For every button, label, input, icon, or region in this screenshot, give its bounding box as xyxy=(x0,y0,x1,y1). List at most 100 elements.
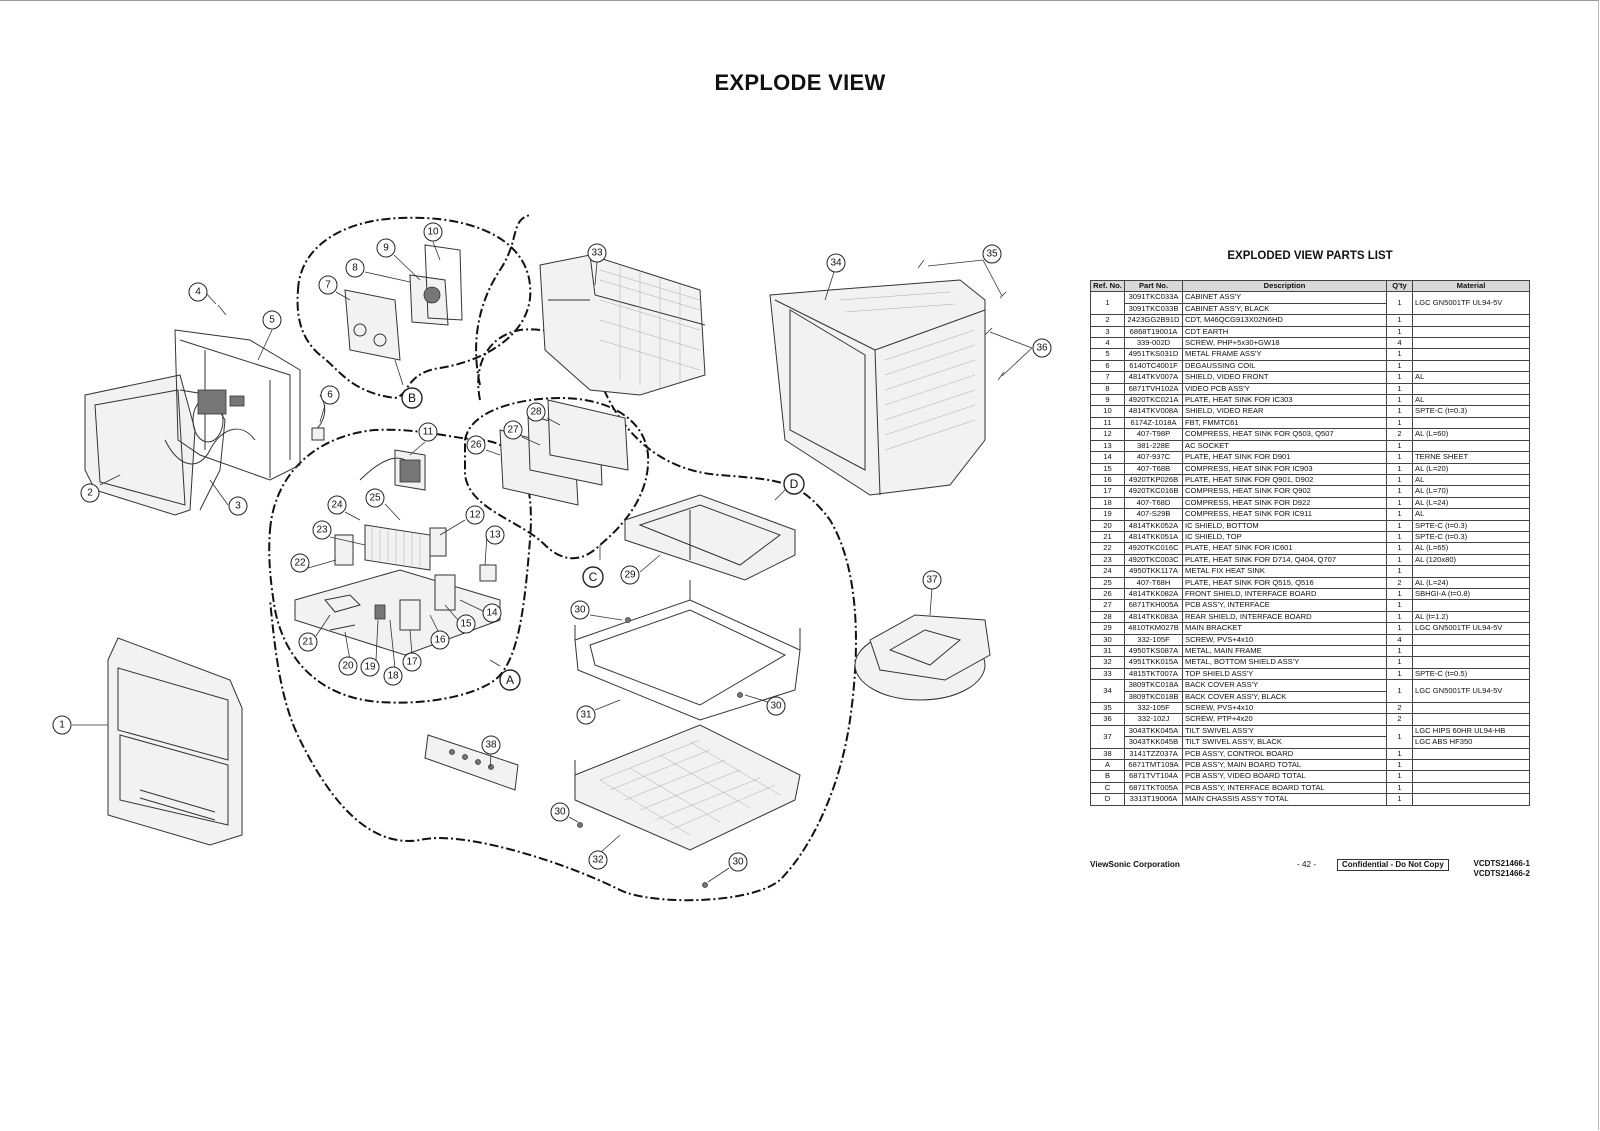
cell-part-no: 6140TC4001F xyxy=(1124,359,1183,373)
callout-38: 38 xyxy=(481,735,501,755)
callout-24: 24 xyxy=(327,495,347,515)
cell-ref: C xyxy=(1090,781,1125,795)
page-title: EXPLODE VIEW xyxy=(714,70,886,95)
footer-page-number: - 42 - xyxy=(1297,860,1317,869)
cell-part-no: 4814TKV008A xyxy=(1124,405,1183,418)
cell-part-no: 6871TKH005A xyxy=(1124,599,1183,612)
cell-description: COMPRESS, HEAT SINK FOR IC903 xyxy=(1182,462,1387,475)
callout-10: 10 xyxy=(423,222,443,242)
cell-part-no: 4814TKV007A xyxy=(1124,371,1183,384)
cell-part-no: 6868T19001A xyxy=(1124,325,1183,339)
svg-text:10: 10 xyxy=(427,227,439,238)
cell-ref: 35 xyxy=(1090,702,1125,715)
cell-description: IC SHIELD, TOP xyxy=(1182,530,1387,544)
callout-4: 4 xyxy=(188,282,208,302)
svg-text:9: 9 xyxy=(383,243,389,254)
header-description: Description xyxy=(1182,279,1387,293)
cell-qty: 1 xyxy=(1386,679,1413,704)
footer-doc-2: VCDTS21466-2 xyxy=(1473,868,1530,878)
cell-qty: 1 xyxy=(1386,770,1413,783)
cell-material xyxy=(1412,416,1530,430)
cell-ref: 21 xyxy=(1090,530,1125,544)
tilt-swivel-part xyxy=(854,614,991,701)
svg-text:B: B xyxy=(408,391,416,405)
footer-confidential: Confidential - Do Not Copy xyxy=(1337,859,1449,871)
svg-text:5: 5 xyxy=(269,315,275,326)
cell-part-no: 3313T19006A xyxy=(1124,793,1183,806)
cell-material xyxy=(1412,325,1530,339)
svg-text:C: C xyxy=(589,570,598,584)
cell-part-no: 4920TKC003C xyxy=(1124,553,1183,567)
cell-material: LGC ABS HF350 xyxy=(1412,736,1530,749)
cell-description: PCB ASS'Y, MAIN BOARD TOTAL xyxy=(1182,759,1387,772)
callout-d: D xyxy=(783,473,805,495)
cell-description: PCB ASS'Y, VIDEO BOARD TOTAL xyxy=(1182,770,1387,783)
callout-30c: 30 xyxy=(550,802,570,822)
svg-text:3: 3 xyxy=(235,501,241,512)
callout-8: 8 xyxy=(345,258,365,278)
cell-qty: 1 xyxy=(1386,644,1413,658)
cell-ref: 27 xyxy=(1090,599,1125,612)
cell-material xyxy=(1412,633,1530,647)
cell-description: SCREW, PVS+4x10 xyxy=(1182,633,1387,647)
cell-ref: 1 xyxy=(1090,291,1125,316)
cell-material: AL (t=1.2) xyxy=(1412,610,1530,624)
cell-ref: 13 xyxy=(1090,439,1125,453)
cell-ref: 7 xyxy=(1090,371,1125,384)
svg-text:7: 7 xyxy=(325,280,331,291)
svg-text:38: 38 xyxy=(485,740,497,751)
cell-material: SPTE-C (t=0.3) xyxy=(1412,405,1530,418)
callout-31: 31 xyxy=(576,705,596,725)
callout-17: 17 xyxy=(402,652,422,672)
cell-description: PLATE, HEAT SINK FOR IC303 xyxy=(1182,394,1387,407)
cell-qty: 2 xyxy=(1386,428,1413,441)
cell-part-no: 332-105F xyxy=(1124,633,1183,647)
svg-text:30: 30 xyxy=(732,857,744,868)
cell-qty: 1 xyxy=(1386,371,1413,384)
cell-description: METAL, MAIN FRAME xyxy=(1182,644,1387,658)
cell-part-no: 6871TMT109A xyxy=(1124,759,1183,772)
cell-qty: 1 xyxy=(1386,496,1413,510)
cell-description: MAIN BRACKET xyxy=(1182,622,1387,635)
svg-text:20: 20 xyxy=(342,661,354,672)
callout-26: 26 xyxy=(466,435,486,455)
top-shield-part xyxy=(539,254,706,396)
cell-material: SPTE-C (t=0.3) xyxy=(1412,530,1530,544)
cell-material: TERNE SHEET xyxy=(1412,451,1530,464)
back-cover-part xyxy=(769,279,986,496)
cell-description: TILT SWIVEL ASS'Y, BLACK xyxy=(1182,736,1387,749)
screws xyxy=(217,259,1007,888)
svg-text:27: 27 xyxy=(507,425,519,436)
cell-part-no: 3091TKC033A xyxy=(1124,291,1183,304)
cell-part-no: 4920TKC021A xyxy=(1124,394,1183,407)
cell-qty: 2 xyxy=(1386,702,1413,715)
top-shield-mesh xyxy=(599,265,701,388)
callout-23: 23 xyxy=(312,520,332,540)
cell-qty: 1 xyxy=(1386,519,1413,532)
cell-qty: 1 xyxy=(1386,439,1413,453)
cell-ref: D xyxy=(1090,793,1125,806)
cell-description: PLATE, HEAT SINK FOR D714, Q404, Q707 xyxy=(1182,553,1387,567)
cell-ref: 5 xyxy=(1090,348,1125,361)
cell-ref: 17 xyxy=(1090,485,1125,498)
cell-qty: 1 xyxy=(1386,325,1413,339)
callout-22: 22 xyxy=(290,553,310,573)
cell-ref: 18 xyxy=(1090,496,1125,510)
bottom-shield-part xyxy=(574,724,801,851)
cell-ref: 33 xyxy=(1090,667,1125,681)
cell-qty: 1 xyxy=(1386,530,1413,544)
cell-description: DEGAUSSING COIL xyxy=(1182,359,1387,373)
cell-material xyxy=(1412,565,1530,578)
